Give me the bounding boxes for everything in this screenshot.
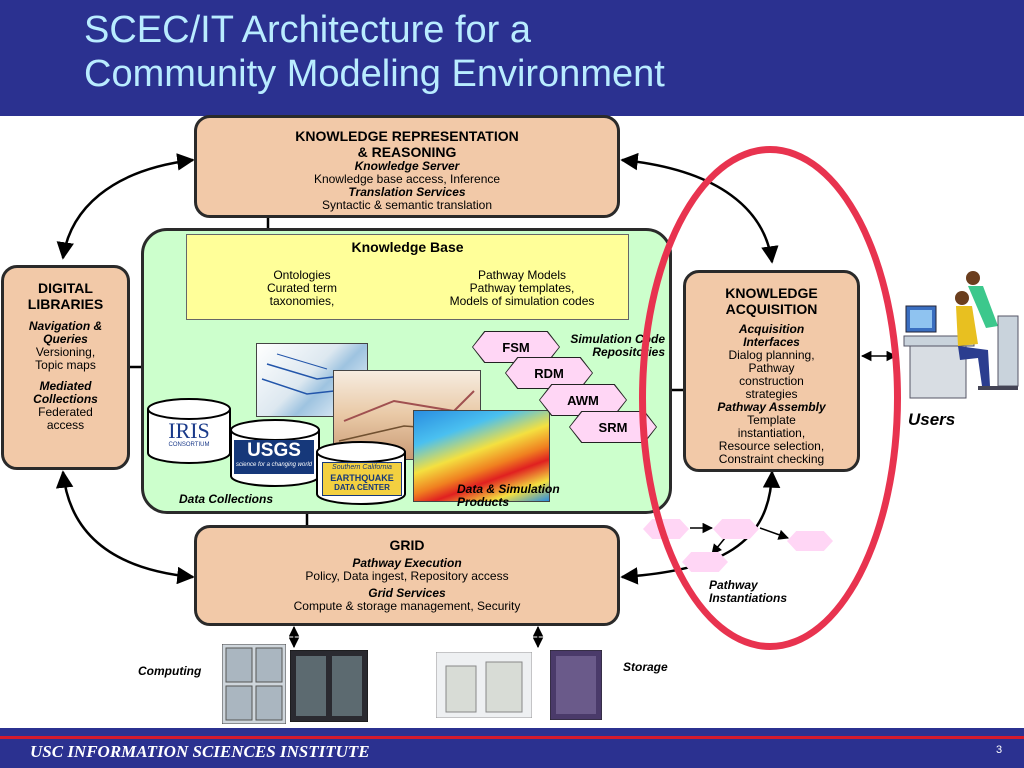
kb-pathway-models: Pathway Models Pathway templates, Models… bbox=[427, 269, 617, 308]
dl-sub2b: Collections bbox=[33, 392, 98, 406]
iris-logo: IRIS CONSORTIUM bbox=[160, 418, 218, 449]
usgs-logo: USGS science for a changing world bbox=[234, 440, 314, 474]
dl-text1a: Versioning, bbox=[35, 345, 96, 359]
kb-right-l1: Pathway templates, bbox=[469, 281, 575, 295]
scedc-text3: DATA CENTER bbox=[334, 483, 390, 492]
dl-sub1b: Queries bbox=[43, 332, 88, 346]
kb-left-l1: Curated term bbox=[266, 281, 338, 295]
scedc-text2: EARTHQUAKE bbox=[330, 473, 394, 483]
krr-sub2: Translation Services bbox=[348, 185, 466, 199]
footer-institute: USC INFORMATION SCIENCES INSTITUTE bbox=[30, 742, 370, 761]
dl-text2a: Federated bbox=[38, 405, 93, 419]
kb-left-l2: taxonomies, bbox=[269, 294, 335, 308]
krr-heading2: & REASONING bbox=[357, 144, 457, 160]
arrow-dl-grid bbox=[55, 470, 195, 585]
iris-text: IRIS bbox=[168, 418, 210, 443]
grid-text2: Compute & storage management, Security bbox=[293, 599, 521, 613]
sim-code-rdm: RDM bbox=[506, 358, 592, 388]
users-label: Users bbox=[908, 410, 956, 429]
products-label: Data & Simulation Products bbox=[457, 483, 560, 509]
computing-rack-1-image bbox=[222, 644, 286, 724]
storage-label: Storage bbox=[623, 660, 668, 674]
computing-label: Computing bbox=[138, 664, 202, 678]
shakemap-image bbox=[413, 410, 550, 502]
kb-ontologies: Ontologies Curated term taxonomies, bbox=[227, 269, 377, 308]
krr-heading1: KNOWLEDGE REPRESENTATION bbox=[295, 128, 519, 144]
usgs-text: USGS bbox=[247, 440, 301, 461]
grid-box: GRID Pathway Execution Policy, Data inge… bbox=[194, 525, 620, 626]
arrow-krr-dl bbox=[56, 153, 195, 260]
iris-cylinder bbox=[147, 398, 231, 464]
grid-sub1: Pathway Execution bbox=[352, 556, 462, 570]
slide-title: SCEC/IT Architecture for a Community Mod… bbox=[84, 8, 665, 96]
krr-sub1: Knowledge Server bbox=[354, 159, 460, 173]
slide-title-line1: SCEC/IT Architecture for a bbox=[84, 9, 532, 51]
data-collections-label: Data Collections bbox=[179, 492, 274, 506]
grid-text1: Policy, Data ingest, Repository access bbox=[305, 569, 509, 583]
storage-room-image bbox=[436, 652, 532, 718]
dl-text1b: Topic maps bbox=[35, 358, 96, 372]
usgs-sub: science for a changing world bbox=[235, 462, 313, 468]
grid-heading: GRID bbox=[389, 537, 425, 553]
kb-left-head: Ontologies bbox=[273, 268, 331, 282]
products-line2: Products bbox=[457, 495, 510, 509]
users-illustration bbox=[903, 271, 1019, 399]
title-bar bbox=[0, 0, 1024, 116]
dl-sub2a: Mediated bbox=[39, 379, 92, 393]
iris-sub: CONSORTIUM bbox=[168, 442, 210, 448]
kb-title: Knowledge Base bbox=[351, 239, 464, 255]
footer-bar bbox=[0, 728, 1024, 768]
knowledge-representation-box: KNOWLEDGE REPRESENTATION & REASONING Kno… bbox=[194, 115, 620, 218]
krr-text1: Knowledge base access, Inference bbox=[313, 172, 501, 186]
knowledge-base-box: Knowledge Base Ontologies Curated term t… bbox=[186, 234, 629, 320]
dl-text2b: access bbox=[46, 418, 85, 432]
products-line1: Data & Simulation bbox=[457, 482, 560, 496]
sim-code-awm: AWM bbox=[540, 385, 626, 415]
kb-right-l2: Models of simulation codes bbox=[449, 294, 595, 308]
storage-rack-image bbox=[550, 650, 602, 720]
highlight-ellipse bbox=[639, 146, 901, 650]
dl-heading1: DIGITAL bbox=[38, 280, 93, 296]
scedc-text1: Southern California bbox=[332, 464, 392, 471]
footer-rule bbox=[0, 736, 1024, 739]
grid-sub2: Grid Services bbox=[368, 586, 446, 600]
slide-title-line2: Community Modeling Environment bbox=[84, 53, 665, 95]
kb-right-head: Pathway Models bbox=[477, 268, 567, 282]
computing-rack-2-image bbox=[290, 650, 368, 722]
dl-heading2: LIBRARIES bbox=[27, 296, 104, 312]
dl-sub1a: Navigation & bbox=[28, 319, 103, 333]
digital-libraries-box: DIGITAL LIBRARIES Navigation & Queries V… bbox=[1, 265, 130, 470]
page-number: 3 bbox=[996, 744, 1003, 756]
krr-text2: Syntactic & semantic translation bbox=[321, 198, 493, 212]
scedc-logo: Southern California EARTHQUAKE DATA CENT… bbox=[322, 462, 402, 496]
